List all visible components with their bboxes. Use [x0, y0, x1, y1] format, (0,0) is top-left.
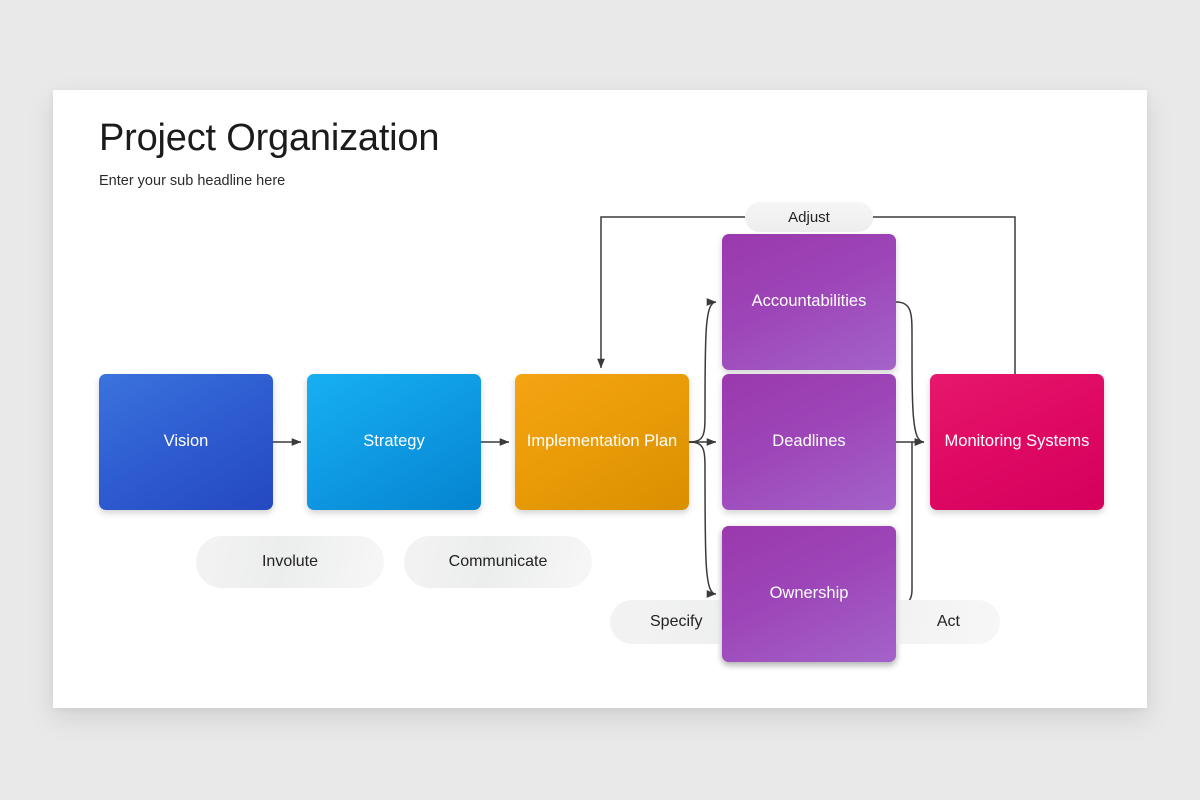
connector-implementation-accountabilities: [688, 298, 717, 443]
node-implementation-plan[interactable]: Implementation Plan: [515, 374, 689, 510]
node-monitoring-systems-label: Monitoring Systems: [944, 432, 1090, 451]
node-monitoring-systems[interactable]: Monitoring Systems: [930, 374, 1104, 510]
node-strategy-label: Strategy: [363, 432, 425, 451]
process-flow-diagram: Vision Strategy Implementation Plan Acco…: [53, 90, 1147, 708]
node-vision[interactable]: Vision: [99, 374, 273, 510]
node-ownership-overlay[interactable]: Ownership: [722, 526, 896, 662]
slide-card: Project Organization Enter your sub head…: [53, 90, 1147, 708]
node-accountabilities[interactable]: Accountabilities: [722, 234, 896, 370]
connector-implementation-ownership: [688, 441, 717, 598]
node-deadlines-label: Deadlines: [772, 432, 846, 451]
page-title: Project Organization: [99, 117, 440, 159]
label-pill-communicate: Communicate: [404, 536, 592, 588]
node-strategy[interactable]: Strategy: [307, 374, 481, 510]
connector-monitoring-ownership-return: [898, 442, 913, 610]
node-deadlines[interactable]: Deadlines: [722, 374, 896, 510]
label-pill-adjust-text: Adjust: [788, 208, 830, 226]
label-pill-adjust: Adjust: [745, 202, 873, 232]
label-pill-communicate-text: Communicate: [448, 553, 548, 570]
page-subtitle: Enter your sub headline here: [99, 173, 286, 189]
node-implementation-plan-label: Implementation Plan: [526, 432, 678, 451]
label-pill-specify-text: Specify: [650, 613, 703, 630]
node-accountabilities-label: Accountabilities: [751, 292, 867, 311]
connector-accountabilities-monitoring: [895, 301, 925, 446]
label-pill-involute: Involute: [196, 536, 384, 588]
label-pill-act-text: Act: [936, 613, 960, 630]
node-ownership-overlay-label: Ownership: [769, 584, 849, 603]
node-vision-label: Vision: [163, 432, 209, 451]
label-pill-involute-text: Involute: [261, 553, 319, 570]
